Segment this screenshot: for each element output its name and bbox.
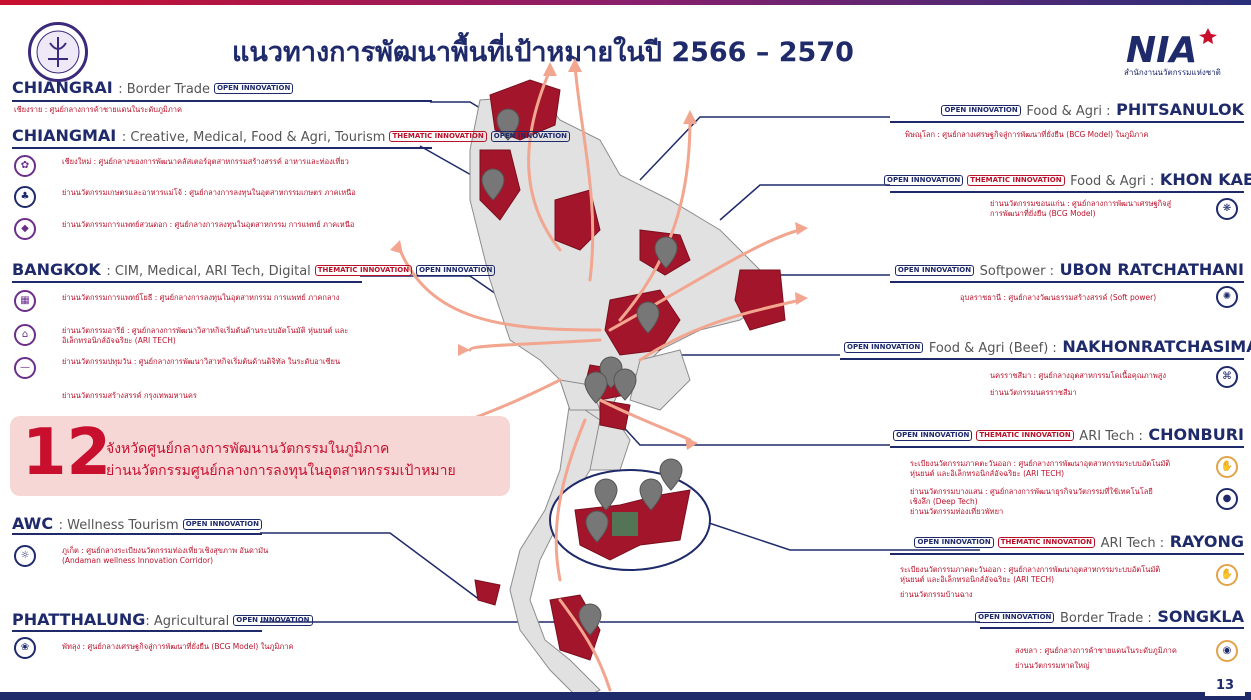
digital-icon: — <box>14 357 36 379</box>
medical-hub-icon: ▦ <box>14 290 36 312</box>
list-item: ย่านนวัตกรรมท่องเที่ยวพัทยา <box>910 507 1004 516</box>
divider <box>12 100 432 102</box>
wellness-icon: ☼ <box>14 545 36 567</box>
list-item: หุ่นยนต์ และอิเล็กทรอนิกส์อัจฉริยะ (ARI … <box>900 575 1055 584</box>
ari-tech-icon: ✋ <box>1216 456 1238 478</box>
list-item: ย่านนวัตกรรมขอนแก่น : ศูนย์กลางการพัฒนาเ… <box>990 199 1172 208</box>
list-item: นครราชสีมา : ศูนย์กลางอุตสาหกรรมโคเนื้อค… <box>990 371 1167 380</box>
provinces-gray <box>469 94 771 700</box>
page-number: 13 <box>1205 678 1245 696</box>
location-pins <box>481 108 683 636</box>
agriculture-icon: ❀ <box>14 637 36 659</box>
heading-chiangmai: CHIANGMAI : Creative, Medical, Food & Ag… <box>12 126 570 145</box>
nia-logo-caption: สำนักงานนวัตกรรมแห่งชาติ <box>1124 68 1221 77</box>
divider <box>890 553 1244 555</box>
ari-icon: ⌂ <box>14 324 36 346</box>
heading-songkla: OPEN INNOVATION Border Trade : SONGKLA <box>880 607 1244 626</box>
divider <box>12 533 262 535</box>
trade-icon: ◉ <box>1216 640 1238 662</box>
nia-logo: NIA <box>1120 24 1240 76</box>
heading-nakhonratchasima: OPEN INNOVATION Food & Agri (Beef) : NAK… <box>840 337 1251 356</box>
list-item: พัทลุง : ศูนย์กลางเศรษฐกิจสู่การพัฒนาที่… <box>62 642 294 651</box>
divider <box>12 630 262 632</box>
divider <box>890 121 1244 123</box>
list-item: ย่านนวัตกรรมนครราชสีมา <box>990 388 1077 397</box>
bottom-bar <box>0 692 1251 700</box>
heading-ubon: OPEN INNOVATION Softpower : UBON RATCHAT… <box>880 260 1244 279</box>
list-item: เชียงราย : ศูนย์กลางการค้าชายแดนในระดับภ… <box>14 105 183 114</box>
nia-logo-mark: NIA <box>1126 30 1197 68</box>
summary-line: จังหวัดศูนย์กลางการพัฒนานวัตกรรมในภูมิภา… <box>106 441 390 457</box>
page-title: แนวทางการพัฒนาพื้นที่เป้าหมายในปี 2566 –… <box>232 37 854 68</box>
creative-icon: ✿ <box>14 155 36 177</box>
list-item: (Andaman wellness Innovation Corridor) <box>62 556 214 565</box>
list-item: อุบลราชธานี : ศูนย์กลางวัฒนธรรมสร้างสรรค… <box>960 293 1157 302</box>
list-item: ย่านนวัตกรรมการแพทย์สวนดอก : ศูนย์กลางกา… <box>62 220 355 229</box>
eec-inset <box>549 469 711 571</box>
divider <box>12 147 432 149</box>
bcg-icon: ❋ <box>1216 198 1238 220</box>
medical-icon: ◆ <box>14 218 36 240</box>
list-item: ภูเก็ต : ศูนย์กลางระเบียงนวัตกรรมท่องเที… <box>62 546 269 555</box>
agri-icon: ♣ <box>14 186 36 208</box>
list-item: ย่านนวัตกรรมปทุมวัน : ศูนย์กลางการพัฒนาว… <box>62 357 341 366</box>
list-item: ระเบียงนวัตกรรมภาคตะวันออก : ศูนย์กลางกา… <box>900 565 1161 574</box>
list-item: การพัฒนาที่ยั่งยืน (BCG Model) <box>990 209 1096 218</box>
list-item: สงขลา : ศูนย์กลางการค้าชายแดนในระดับภูมิ… <box>1015 646 1177 655</box>
heading-bangkok: BANGKOK : CIM, Medical, ARI Tech, Digita… <box>12 260 496 279</box>
softpower-icon: ✺ <box>1216 286 1238 308</box>
robot-icon: ✋ <box>1216 564 1238 586</box>
divider <box>840 358 1244 360</box>
list-item: ย่านนวัตกรรมเกษตรและอาหารแม่โจ้ : ศูนย์ก… <box>62 188 356 197</box>
list-item: เชียงใหม่ : ศูนย์กลางของการพัฒนาคลัสเตอร… <box>62 157 349 166</box>
list-item: ระเบียงนวัตกรรมภาคตะวันออก : ศูนย์กลางกา… <box>910 459 1171 468</box>
deeptech-icon: ● <box>1216 488 1238 510</box>
top-accent-bar <box>0 0 1251 5</box>
list-item: ย่านนวัตกรรมหาดใหญ่ <box>1015 661 1090 670</box>
divider <box>12 281 362 283</box>
list-item: หุ่นยนต์ และอิเล็กทรอนิกส์อัจฉริยะ (ARI … <box>910 469 1065 478</box>
list-item: ย่านนวัตกรรมบางแสน : ศูนย์กลางการพัฒนาธุ… <box>910 487 1153 496</box>
list-item: เชิงลึก (Deep Tech) <box>910 497 978 506</box>
divider <box>980 627 1244 629</box>
beef-icon: ⌘ <box>1216 366 1238 388</box>
list-item: พิษณุโลก : ศูนย์กลางเศรษฐกิจสู่การพัฒนาท… <box>905 130 1149 139</box>
summary-number: 12 <box>22 416 112 490</box>
list-item: ย่านนวัตกรรมบ้านฉาง <box>900 590 973 599</box>
summary-box: 12 จังหวัดศูนย์กลางการพัฒนานวัตกรรมในภูม… <box>10 416 510 496</box>
list-item: ย่านนวัตกรรมการแพทย์โยธี : ศูนย์กลางการล… <box>62 293 340 302</box>
list-item: ย่านนวัตกรรมสร้างสรรค์ กรุงเทพมหานคร <box>62 391 197 400</box>
heading-phitsanulok: OPEN INNOVATION Food & Agri : PHITSANULO… <box>880 100 1244 119</box>
ministry-seal-logo <box>28 22 88 82</box>
list-item: ย่านนวัตกรรมอารีย์ : ศูนย์กลางการพัฒนาวิ… <box>62 326 349 345</box>
divider <box>890 281 1244 283</box>
divider <box>890 191 1244 193</box>
divider <box>890 446 1244 448</box>
summary-line: ย่านนวัตกรรมศูนย์กลางการลงทุนในอุตสาหกรร… <box>106 463 456 479</box>
